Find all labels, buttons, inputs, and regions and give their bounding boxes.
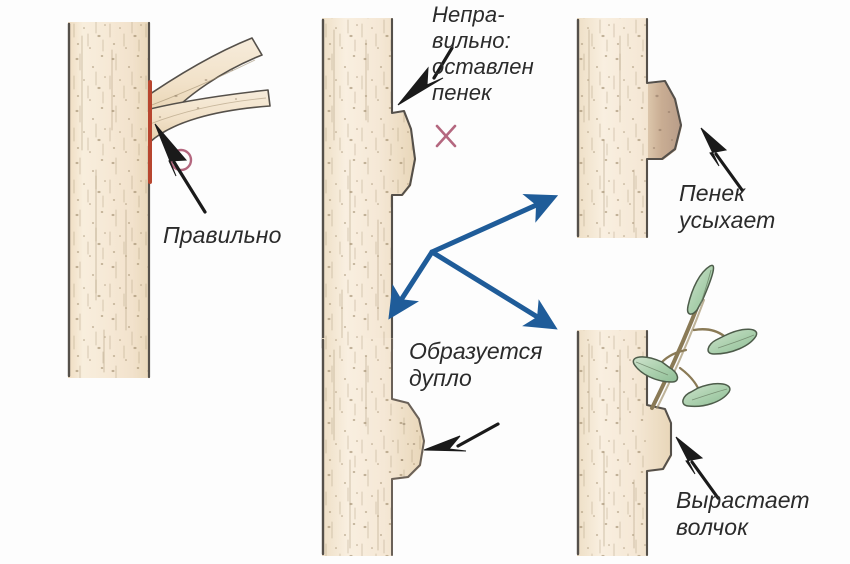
pointer-arrow-hollow bbox=[423, 422, 500, 452]
pointer-arrow-watersprout bbox=[675, 436, 720, 500]
dried-stub bbox=[648, 82, 682, 160]
pointer-arrow-correct bbox=[154, 123, 207, 214]
panel-hollow-art bbox=[321, 338, 500, 556]
flow-arrow-to-hollow bbox=[429, 249, 558, 330]
panel-correct-art bbox=[67, 21, 271, 379]
panel-incorrect-art bbox=[321, 17, 457, 351]
leaf bbox=[686, 264, 715, 315]
pointer-arrow-incorrect bbox=[397, 46, 454, 106]
pointer-arrow-dries bbox=[700, 127, 744, 192]
x-marker bbox=[435, 124, 457, 148]
caption-incorrect: Непра- вильно: оставлен пенек bbox=[432, 2, 534, 105]
flow-arrow-to-hollow-panel bbox=[388, 249, 435, 320]
leafy-shoot bbox=[632, 264, 758, 410]
flow-arrow-to-dries bbox=[429, 194, 559, 255]
caption-watersprout-grows: Вырастает волчок bbox=[676, 487, 810, 541]
panel-stub-dries-art bbox=[576, 17, 744, 239]
caption-stub-dries: Пенек усыхает bbox=[679, 180, 776, 234]
caption-correct: Правильно bbox=[163, 222, 282, 248]
flow-arrows bbox=[388, 194, 559, 330]
panel-watersprout-art bbox=[576, 264, 758, 557]
leaf bbox=[707, 328, 758, 355]
caption-hollow-forms: Образуется дупло bbox=[409, 338, 543, 392]
